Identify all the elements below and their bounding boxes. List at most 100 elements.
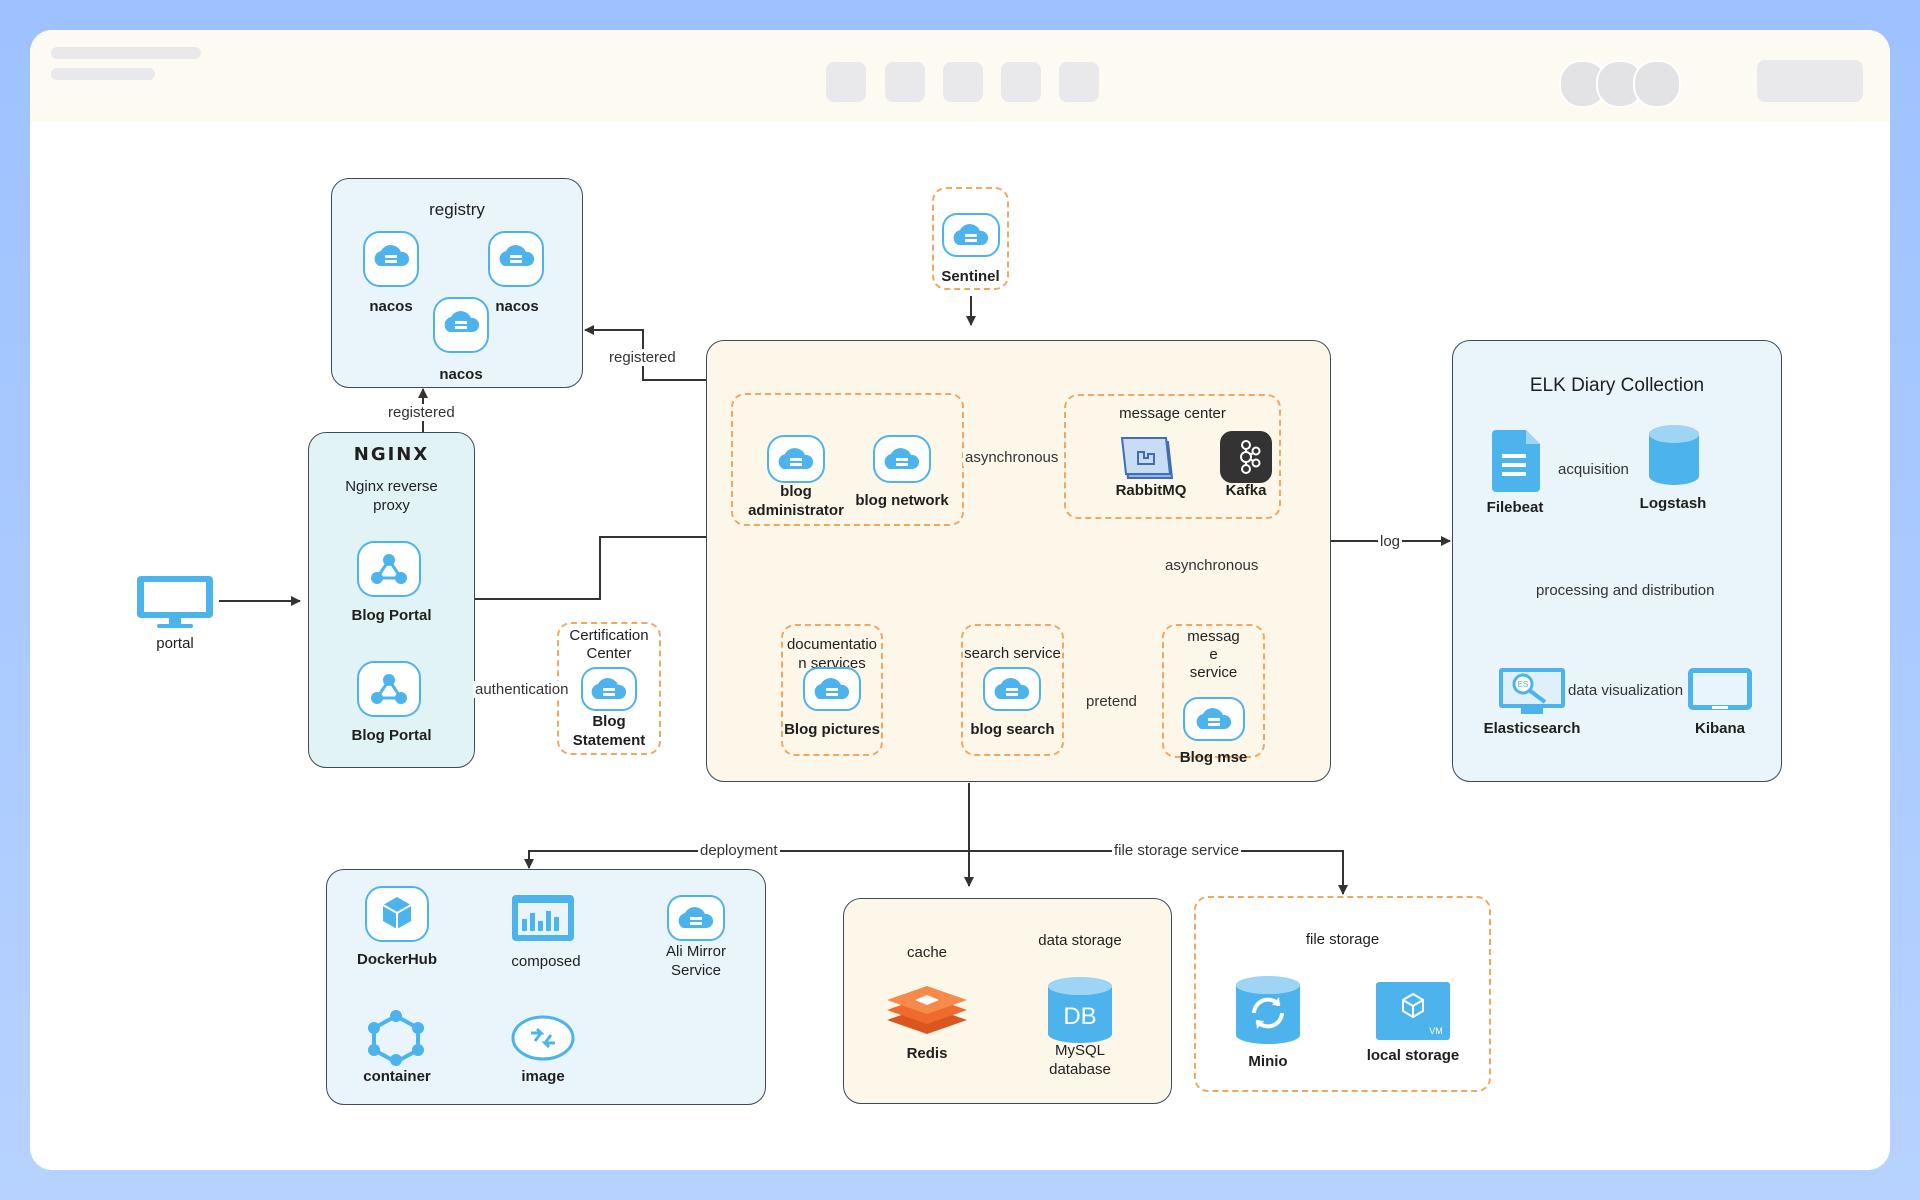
edge-label-registered: registered [607, 349, 678, 366]
portal-label: portal [156, 635, 194, 652]
toolbar-button[interactable] [885, 62, 925, 102]
sentinel-panel [932, 187, 1009, 290]
avatar[interactable] [1596, 60, 1644, 108]
blog-statement-line1: Blog [592, 713, 626, 730]
message-service-group [1162, 624, 1265, 758]
blog-search-label: blog search [970, 721, 1055, 738]
cloud-server-icon [803, 667, 861, 711]
action-button[interactable] [1757, 60, 1863, 102]
elasticsearch-label: Elasticsearch [1483, 720, 1581, 737]
redis-icon [887, 986, 967, 1034]
cloud-server-icon [667, 895, 725, 941]
avatar[interactable] [1633, 60, 1681, 108]
sentinel-label: Sentinel [941, 268, 1000, 285]
message-service-title-line1: messag [1187, 628, 1240, 645]
toolbar-button[interactable] [1059, 62, 1099, 102]
blog-admin-line2: administrator [748, 502, 844, 519]
portal-monitor-icon[interactable] [135, 574, 215, 630]
edge-label-authentication: authentication [473, 681, 571, 698]
dashboard-icon [512, 895, 574, 941]
file-storage-panel [1194, 896, 1491, 1092]
edge-label-asynchronous: asynchronous [1163, 557, 1261, 574]
cloud-server-icon [873, 435, 931, 483]
search-service-title: search service [964, 645, 1061, 662]
file-storage-title: file storage [1305, 931, 1380, 948]
edge-label-pretend: pretend [1084, 693, 1139, 710]
ali-mirror-line1: Ali Mirror [666, 943, 726, 960]
certification-title-line2: Center [586, 645, 632, 662]
edge-label-file-storage: file storage service [1112, 842, 1242, 859]
ali-mirror-line2: Service [670, 962, 722, 979]
filebeat-label: Filebeat [1486, 499, 1544, 516]
top-bar [30, 30, 1890, 122]
message-service-title-line2: e [1209, 646, 1218, 663]
toolbar-button[interactable] [943, 62, 983, 102]
edge-label-log: log [1378, 533, 1403, 550]
documentation-group [781, 624, 883, 756]
blog-portal-label: Blog Portal [351, 607, 432, 624]
cache-label: cache [906, 944, 948, 961]
data-storage-label: data storage [1038, 932, 1122, 949]
documentation-title-line1: documentatio [786, 636, 878, 653]
minio-label: Minio [1248, 1053, 1288, 1070]
document-icon [1492, 430, 1540, 492]
toolbar-button[interactable] [826, 62, 866, 102]
elasticsearch-icon: ES [1499, 668, 1565, 714]
certification-title-line1: Certification [569, 627, 649, 644]
kafka-icon [1220, 431, 1272, 483]
database-icon [1649, 425, 1699, 485]
edge-label-visualization: data visualization [1566, 682, 1686, 699]
kibana-label: Kibana [1694, 720, 1745, 737]
mysql-line1: MySQL [1054, 1042, 1105, 1059]
blog-network-label: blog network [855, 492, 949, 509]
elk-title: ELK Diary Collection [1529, 375, 1705, 396]
cloud-server-icon [983, 667, 1041, 711]
logstash-label: Logstash [1639, 495, 1707, 512]
cloud-server-icon [767, 435, 825, 483]
dockerhub-label: DockerHub [356, 951, 438, 968]
rabbitmq-icon [1120, 437, 1174, 479]
mysql-line2: database [1049, 1061, 1111, 1078]
rabbitmq-label: RabbitMQ [1115, 482, 1187, 499]
search-service-group [961, 624, 1064, 756]
blog-portal-label: Blog Portal [351, 727, 432, 744]
svg-text:VM: VM [1429, 1026, 1443, 1036]
container-label: container [363, 1068, 431, 1085]
blog-admin-line1: blog [780, 483, 812, 500]
registry-node-label: nacos [369, 298, 413, 315]
network-hub-icon [357, 661, 421, 717]
image-swap-icon [511, 1015, 575, 1061]
edge-label-asynchronous: asynchronous [963, 449, 1061, 466]
container-network-icon [368, 1010, 424, 1066]
title-placeholder [51, 47, 201, 59]
nginx-logo: NGINX [353, 444, 430, 465]
blog-statement-line2: Statement [572, 732, 646, 749]
message-center-group [1064, 394, 1281, 519]
vm-icon: VM [1376, 982, 1450, 1040]
nginx-title-line1: Nginx reverse [345, 478, 438, 495]
kafka-label: Kafka [1225, 482, 1267, 499]
cloud-server-icon [488, 231, 544, 287]
tablet-icon [1688, 668, 1752, 710]
cloud-server-icon [1183, 697, 1245, 741]
cloud-server-icon [433, 297, 489, 353]
nginx-title-line2: proxy [373, 497, 410, 514]
registry-node-label: nacos [439, 366, 483, 383]
registry-title: registry [429, 200, 485, 219]
toolbar-button[interactable] [1001, 62, 1041, 102]
edge-label-processing: processing and distribution [1534, 582, 1717, 599]
database-db-icon: DB [1048, 977, 1112, 1043]
svg-text:ES: ES [1518, 680, 1529, 689]
message-service-title-line3: service [1189, 664, 1238, 681]
blog-mse-label: Blog mse [1179, 749, 1248, 766]
registry-node-label: nacos [495, 298, 539, 315]
composed-label: composed [511, 953, 581, 970]
cube-icon [365, 886, 429, 942]
subtitle-placeholder [51, 68, 155, 80]
cloud-server-icon [363, 231, 419, 287]
image-label: image [521, 1068, 565, 1085]
minio-sync-icon [1236, 976, 1300, 1044]
edge-label-acquisition: acquisition [1556, 461, 1631, 478]
message-center-title: message center [1119, 405, 1226, 422]
